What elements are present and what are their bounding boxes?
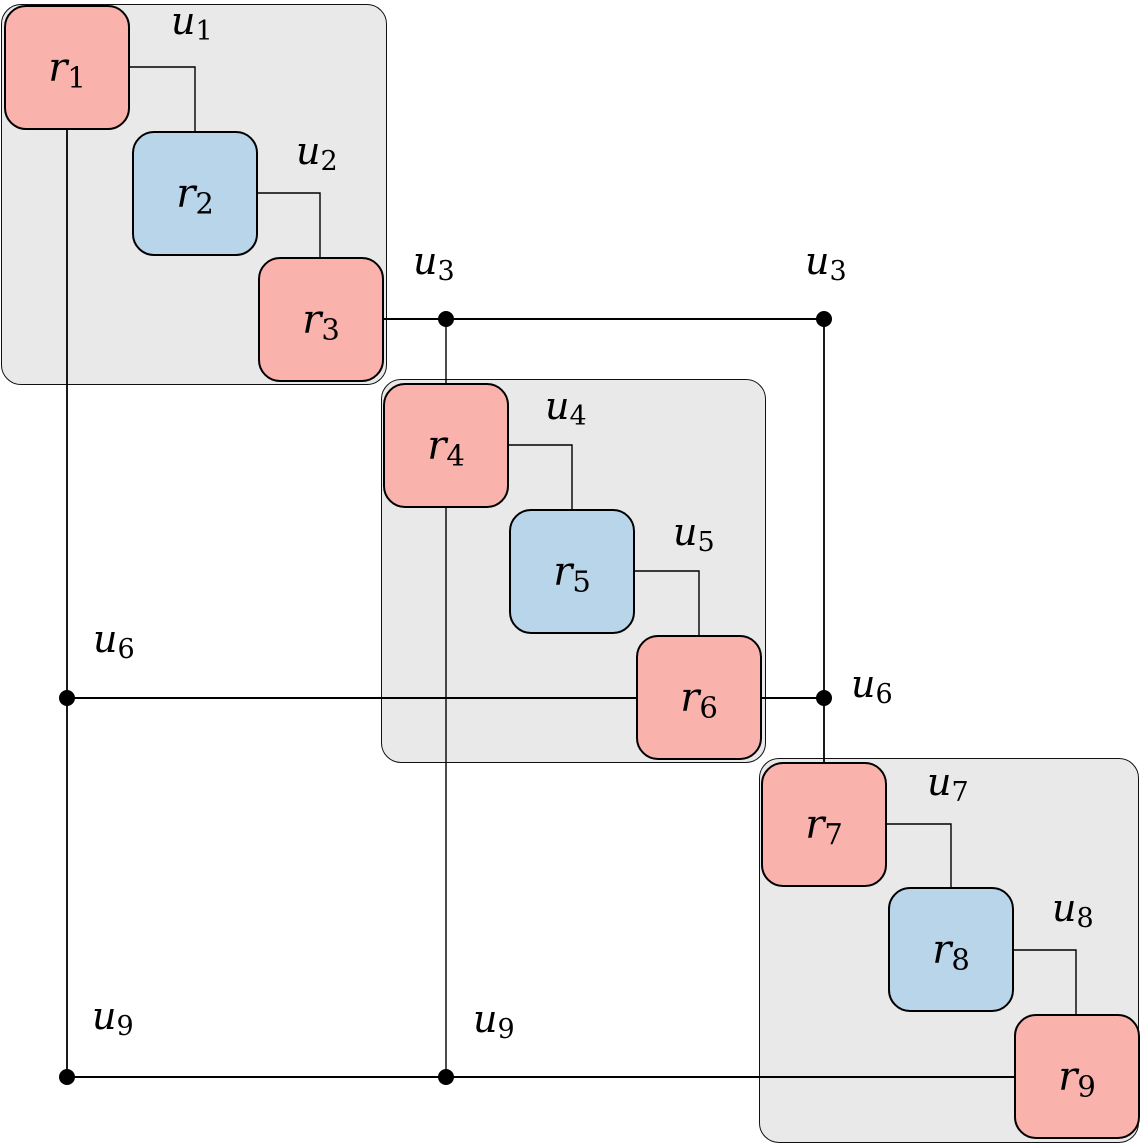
node-r4: r4 [383,383,509,508]
junction-dot-u6-right [816,690,832,706]
node-r7-label: r7 [805,801,843,851]
bus-label-u5: u5 [673,510,715,558]
node-r8: r8 [888,887,1014,1012]
node-r7: r7 [761,762,887,887]
junction-dot-u9-middle [438,1069,454,1085]
node-r2-label: r2 [176,170,214,220]
connector-u1 [130,66,196,132]
node-r8-label: r8 [932,926,970,976]
bus-label-u3-left: u3 [413,239,455,287]
junction-dot-u3-right [816,311,832,327]
bus-label-u9-left: u9 [92,994,134,1042]
connector-u5 [635,570,700,636]
bus-label-u6-right: u6 [851,662,893,710]
bus-label-u7: u7 [927,760,969,808]
node-r3: r3 [258,257,384,382]
node-r6: r6 [636,635,762,760]
bus-label-u3-right: u3 [805,239,847,287]
junction-dot-u3-left [438,311,454,327]
bus-label-u2: u2 [296,129,338,177]
node-r9: r9 [1014,1014,1140,1139]
junction-dot-u6-left [59,690,75,706]
node-r1-label: r1 [48,44,86,94]
node-r2: r2 [132,131,258,256]
bus-label-u8: u8 [1052,886,1094,934]
bus-label-u9-middle: u9 [473,997,515,1045]
connector-u2 [258,192,321,258]
bus-label-u6-left: u6 [93,617,135,665]
connector-u4 [509,444,573,510]
connector-u8 [1014,949,1077,1015]
node-r3-label: r3 [302,296,340,346]
bus-label-u4: u4 [545,384,587,432]
bus-label-u1: u1 [171,0,213,47]
node-r9-label: r9 [1058,1053,1096,1103]
node-r1: r1 [4,5,130,130]
node-r4-label: r4 [427,422,465,472]
node-r5-label: r5 [553,548,591,598]
node-r6-label: r6 [680,674,718,724]
node-r5: r5 [509,509,635,634]
junction-dot-u9-left [59,1069,75,1085]
connector-u7 [887,823,952,888]
